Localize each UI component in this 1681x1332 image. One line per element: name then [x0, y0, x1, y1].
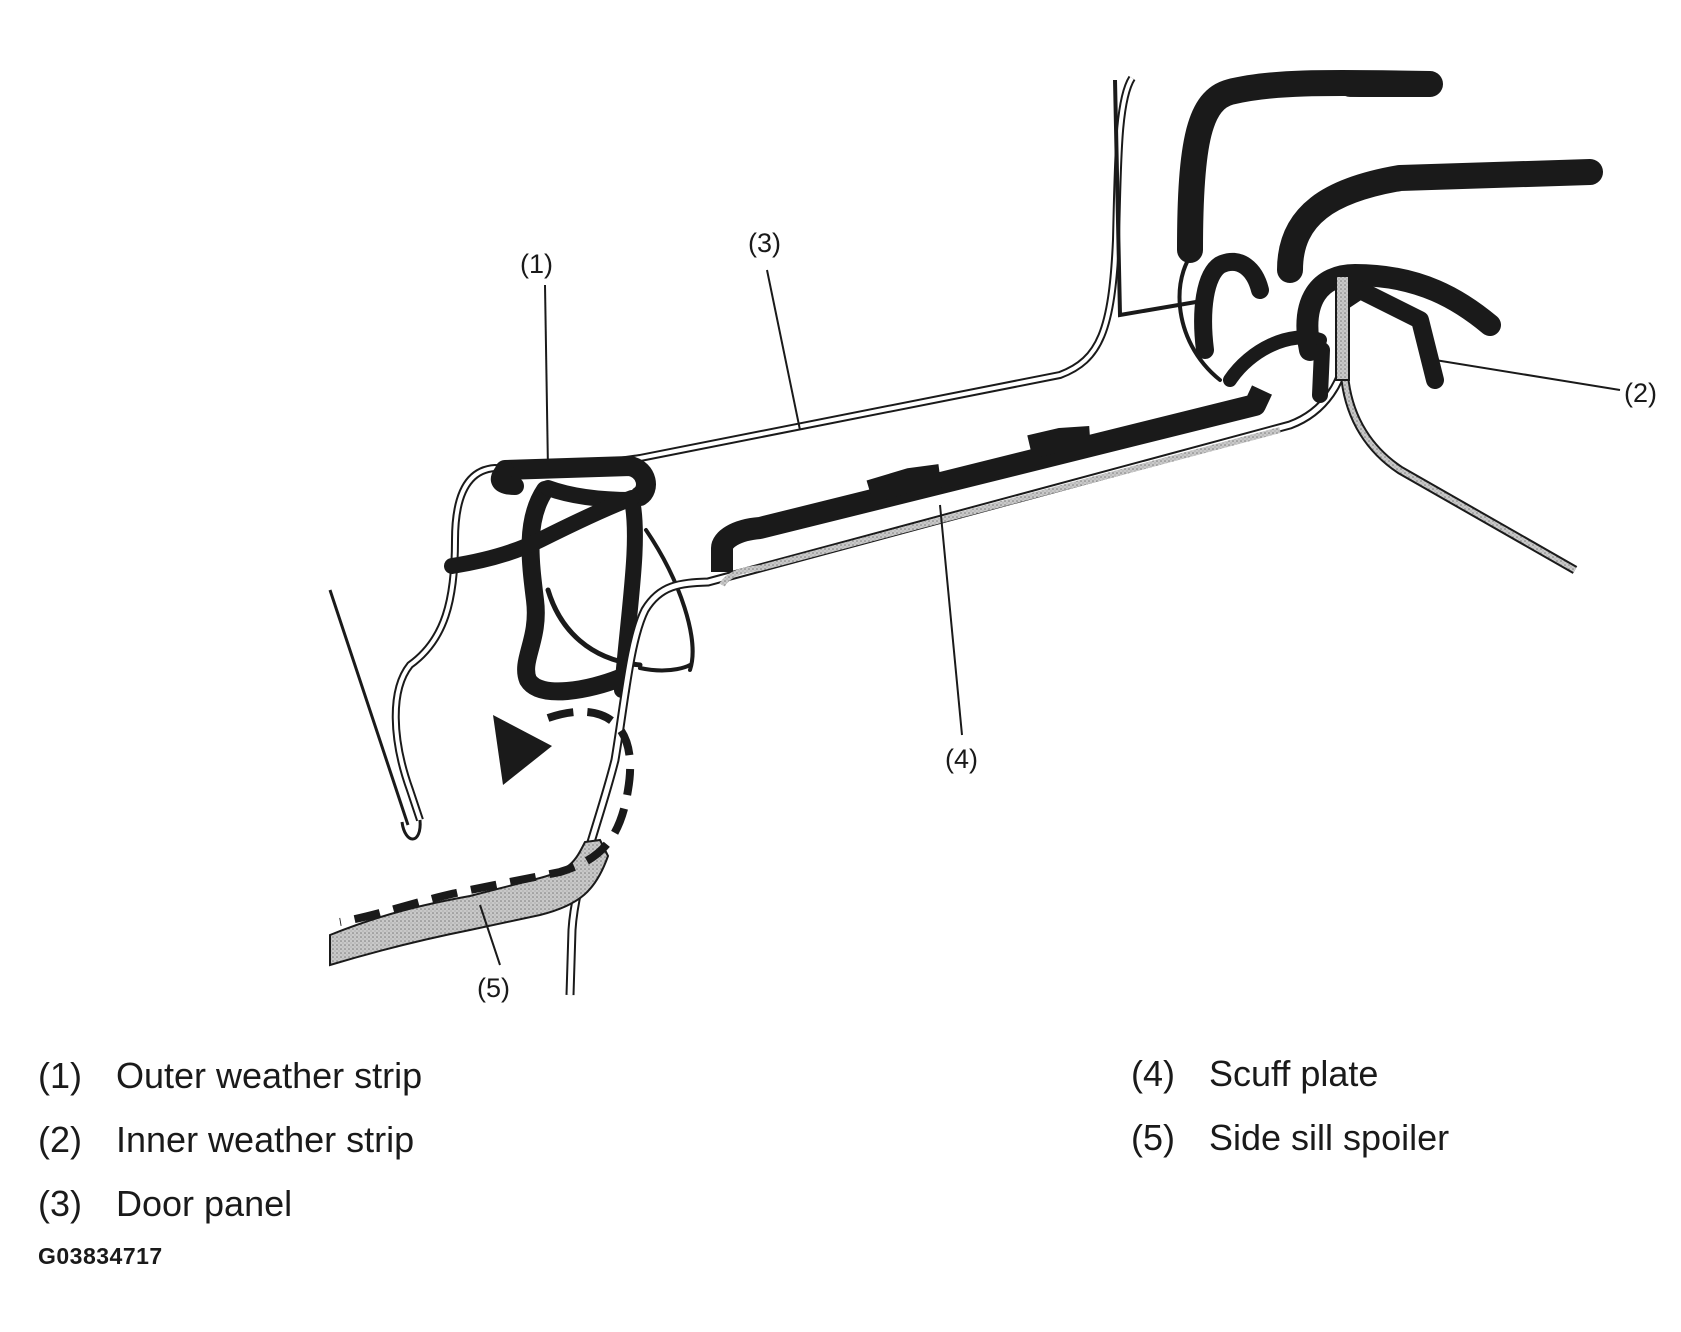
- body-flange: [1335, 275, 1350, 381]
- legend-item-side-sill-spoiler: (5) Side sill spoiler: [1131, 1118, 1449, 1158]
- body-sill-panel: [565, 290, 1578, 996]
- inner-weather-strip: [1177, 69, 1603, 403]
- legend-label: Side sill spoiler: [1209, 1117, 1450, 1158]
- callout-1: (1): [520, 249, 553, 279]
- leader-lines: [479, 269, 1621, 966]
- direction-arrow-icon: [493, 715, 552, 785]
- legend-number: (1): [38, 1055, 82, 1096]
- callout-2: (2): [1624, 378, 1657, 408]
- weather-strip-cross-section-diagram: (1) (2) (3) (4) (5): [328, 69, 1657, 1003]
- callout-5: (5): [477, 973, 510, 1003]
- legend-label: Inner weather strip: [116, 1119, 415, 1160]
- legend-number: (3): [38, 1183, 82, 1224]
- scuff-plate: [711, 385, 1281, 587]
- side-sill-spoiler: [329, 838, 610, 967]
- dashed-outline: [339, 707, 635, 926]
- legend-item-outer-weather-strip: (1) Outer weather strip: [38, 1056, 422, 1096]
- callout-4: (4): [945, 744, 978, 774]
- legend-item-door-panel: (3) Door panel: [38, 1184, 292, 1224]
- legend-item-scuff-plate: (4) Scuff plate: [1131, 1054, 1378, 1094]
- legend-number: (5): [1131, 1117, 1175, 1158]
- legend-number: (2): [38, 1119, 82, 1160]
- legend-label: Scuff plate: [1209, 1053, 1379, 1094]
- callout-3: (3): [748, 228, 781, 258]
- legend-label: Door panel: [116, 1183, 293, 1224]
- roof-panel-line: [1113, 79, 1197, 318]
- legend-label: Outer weather strip: [116, 1055, 423, 1096]
- outer-weather-strip: [444, 456, 695, 701]
- figure-id: G03834717: [38, 1243, 163, 1269]
- legend-item-inner-weather-strip: (2) Inner weather strip: [38, 1120, 414, 1160]
- legend-number: (4): [1131, 1053, 1175, 1094]
